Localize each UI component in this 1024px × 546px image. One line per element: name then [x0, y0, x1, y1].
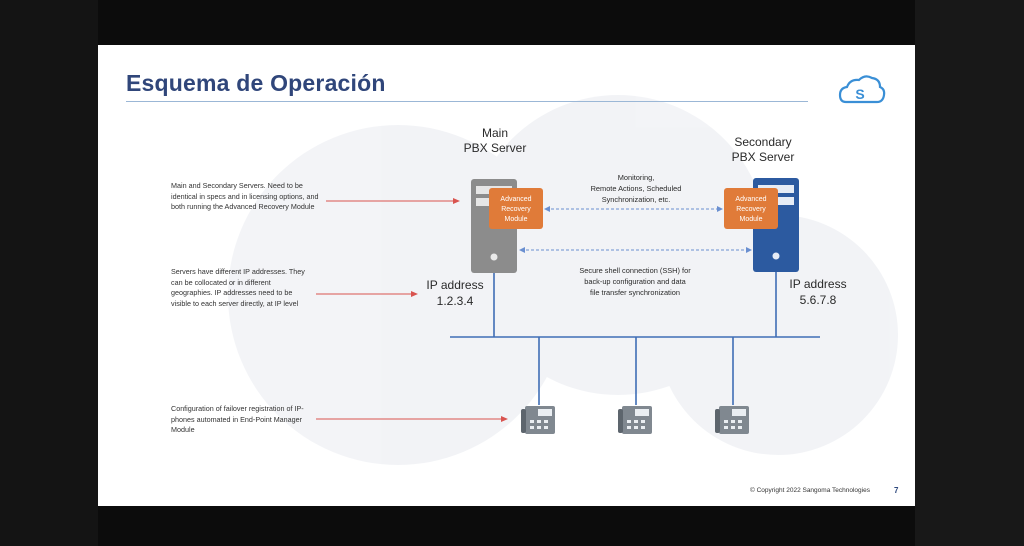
screen-border-left	[0, 0, 98, 546]
main-recovery-module: Advanced Recovery Module	[489, 188, 543, 229]
secondary-ip-address: IP address 5.6.7.8	[789, 277, 847, 307]
ssh-caption: Secure shell connection (SSH) for back-u…	[579, 266, 691, 297]
main-server-title: Main PBX Server	[463, 126, 527, 155]
title-divider	[126, 101, 808, 102]
note-arrow	[316, 291, 418, 297]
note-ip-addresses: Servers have different IP addresses. The…	[171, 267, 305, 308]
secondary-server-title: Secondary PBX Server	[731, 135, 795, 164]
ip-phone-icon	[715, 406, 749, 434]
svg-text:Module: Module	[505, 216, 528, 223]
note-servers-identical: Main and Secondary Servers. Need to be i…	[171, 181, 319, 211]
note-failover: Configuration of failover registration o…	[171, 404, 304, 434]
monitoring-caption: Monitoring, Remote Actions, Scheduled Sy…	[590, 173, 682, 204]
main-ip-address: IP address 1.2.3.4	[426, 278, 484, 308]
svg-text:Recovery: Recovery	[501, 206, 531, 213]
note-arrow	[326, 198, 460, 204]
sangoma-logo: S	[838, 75, 886, 104]
logo-letter: S	[855, 86, 864, 102]
svg-text:Advanced: Advanced	[500, 196, 531, 203]
svg-text:Recovery: Recovery	[736, 206, 766, 213]
ip-phone-icon	[618, 406, 652, 434]
monitoring-link	[544, 206, 723, 212]
presentation-slide: S Advanced Recovery Module Advanced Reco…	[98, 45, 915, 506]
svg-text:Advanced: Advanced	[735, 196, 766, 203]
slide-diagram: S Advanced Recovery Module Advanced Reco…	[228, 75, 898, 465]
screen-border-bottom	[98, 506, 915, 546]
screen-border-right	[915, 0, 1024, 546]
copyright-footer: © Copyright 2022 Sangoma Technologies	[750, 487, 870, 494]
secondary-recovery-module: Advanced Recovery Module	[724, 188, 778, 229]
page-number: 7	[894, 486, 899, 495]
slide-title: Esquema de Operación	[126, 70, 386, 96]
note-arrow	[316, 416, 508, 422]
ip-phone-icon	[521, 406, 555, 434]
ssh-link	[519, 247, 752, 253]
screen-border-top	[98, 0, 915, 45]
svg-text:Module: Module	[740, 216, 763, 223]
network-bus	[450, 272, 820, 405]
